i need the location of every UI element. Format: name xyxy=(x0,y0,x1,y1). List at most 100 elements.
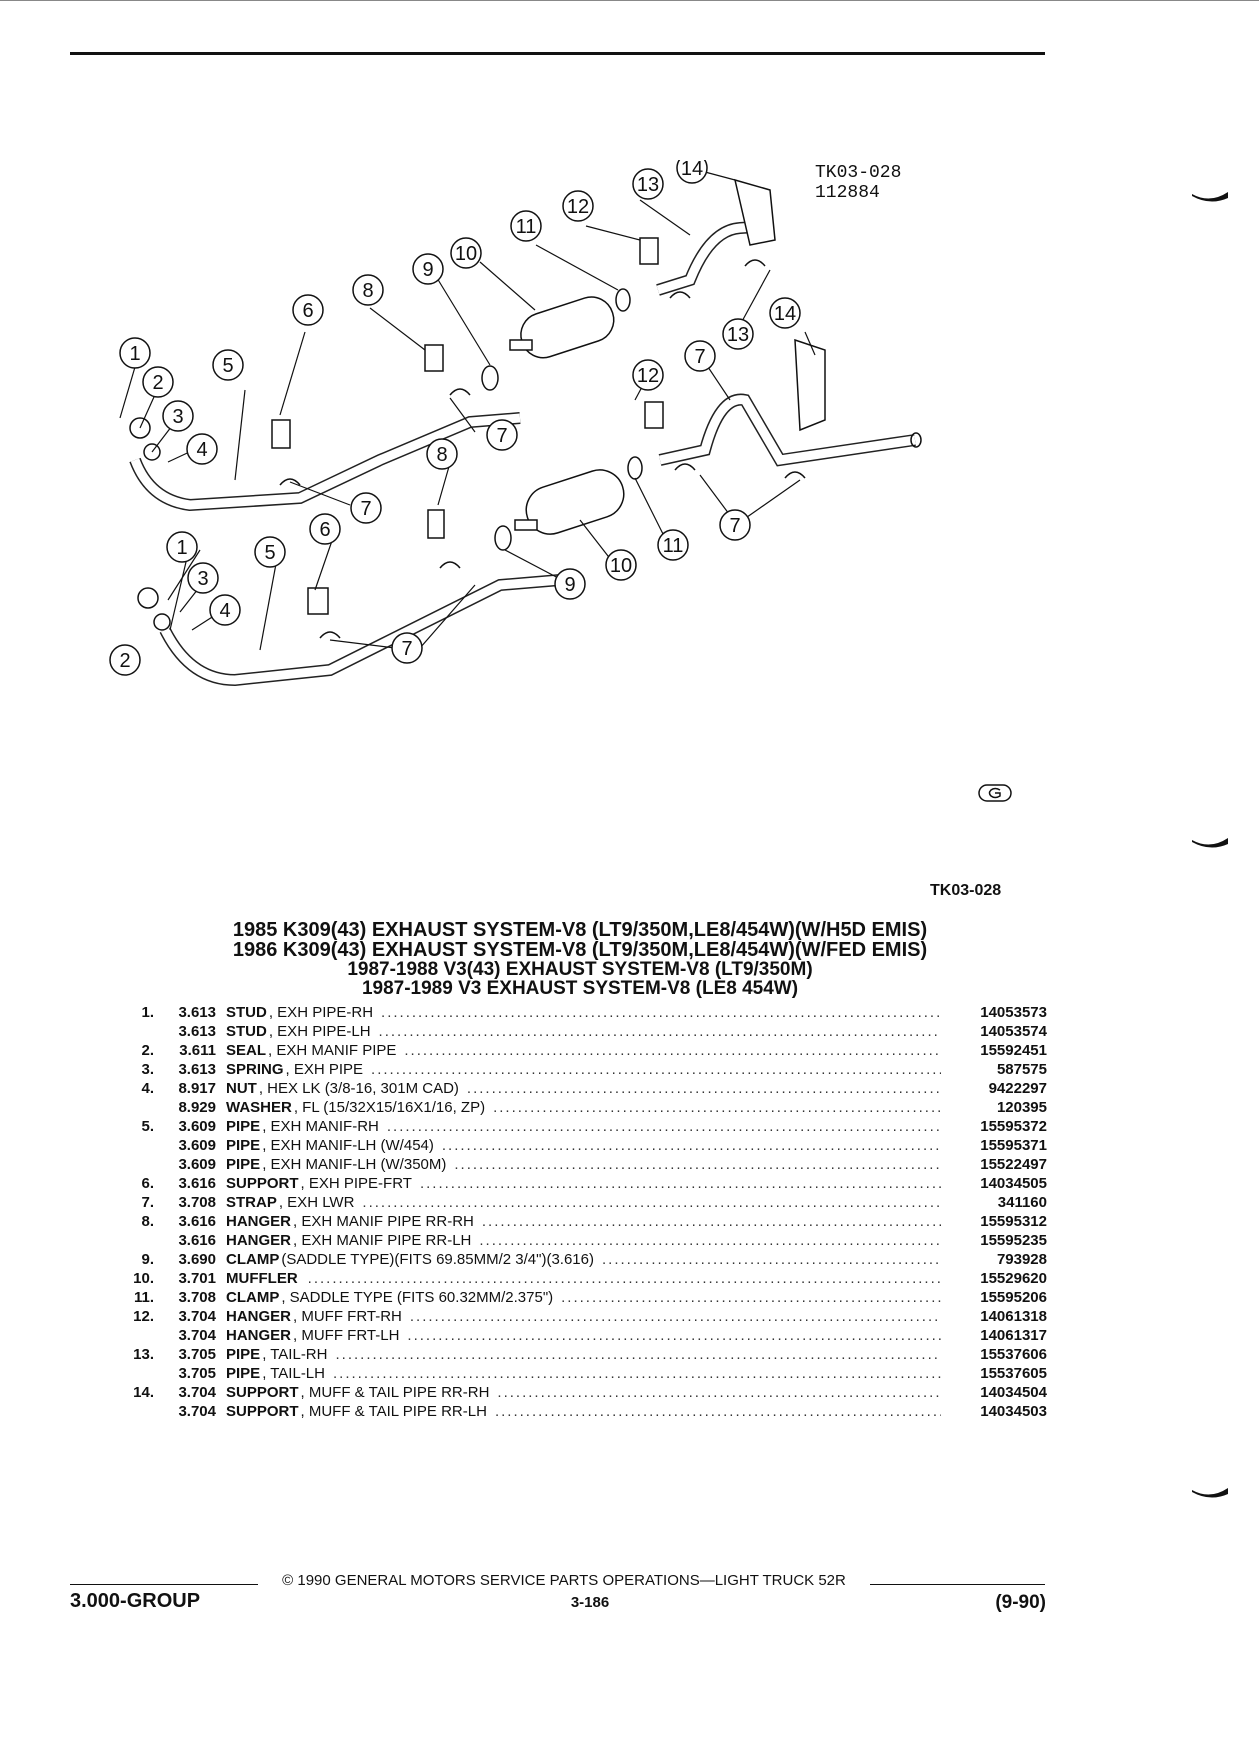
part-number: 15537606 xyxy=(980,1346,1047,1363)
title-line-1: 1985 K309(43) EXHAUST SYSTEM-V8 (LT9/350… xyxy=(232,919,928,941)
part-name: PIPE xyxy=(226,1156,261,1173)
part-name: PIPE xyxy=(226,1137,261,1154)
part-detail: , EXH MANIF PIPE xyxy=(268,1042,397,1059)
callout-2: 2 xyxy=(119,650,130,672)
part-name: CLAMP xyxy=(226,1251,280,1268)
part-detail: , EXH LWR xyxy=(278,1194,355,1211)
part-detail: , EXH MANIF-LH (W/350M) xyxy=(262,1156,447,1173)
part-number: 15595312 xyxy=(980,1213,1047,1230)
part-detail: , SADDLE TYPE (FITS 60.32MM/2.375") xyxy=(281,1289,554,1306)
exhaust-system-diagram: 1 2 3 4 5 6 8 9 10 11 12 13 14 14 13 7 1… xyxy=(80,160,1040,800)
part-name: CLAMP xyxy=(226,1289,280,1306)
part-index: 5. xyxy=(141,1118,154,1135)
part-description: HANGER, MUFF FRT-LH.....................… xyxy=(226,1326,949,1345)
dot-leader: ........................................… xyxy=(601,1251,941,1268)
part-number: 14034503 xyxy=(980,1403,1047,1420)
callout-6: 6 xyxy=(319,519,330,541)
callout-14: 14 xyxy=(774,303,796,325)
part-number: 15595371 xyxy=(980,1137,1047,1154)
part-name: SUPPORT xyxy=(226,1384,299,1401)
dot-leader: ........................................… xyxy=(454,1156,941,1173)
part-description: NUT, HEX LK (3/8-16, 301M CAD)..........… xyxy=(226,1079,949,1098)
gm-logo-icon xyxy=(978,784,1012,802)
dot-leader: ........................................… xyxy=(378,1023,941,1040)
part-index: 11. xyxy=(133,1289,154,1306)
part-group-code: 3.613 xyxy=(178,1023,216,1040)
part-group-code: 3.705 xyxy=(178,1346,216,1363)
part-name: SUPPORT xyxy=(226,1403,299,1420)
drawing-reference: TK03-028 xyxy=(930,882,1002,899)
dot-leader: ........................................… xyxy=(409,1308,941,1325)
part-group-code: 3.701 xyxy=(178,1270,216,1287)
callout-7: 7 xyxy=(496,425,507,447)
dot-leader: ........................................… xyxy=(479,1232,941,1249)
part-index: 3. xyxy=(141,1061,154,1078)
part-group-code: 8.929 xyxy=(178,1099,216,1116)
dot-leader: ........................................… xyxy=(497,1384,941,1401)
part-group-code: 3.708 xyxy=(178,1289,216,1306)
part-detail: , MUFF & TAIL PIPE RR-RH xyxy=(300,1384,490,1401)
part-group-code: 3.704 xyxy=(178,1308,216,1325)
part-name: PIPE xyxy=(226,1118,261,1135)
callout-7: 7 xyxy=(694,346,705,368)
part-detail: , EXH MANIF PIPE RR-RH xyxy=(293,1213,474,1230)
dot-leader: ........................................… xyxy=(335,1346,941,1363)
callout-13: 13 xyxy=(637,174,659,196)
part-index: 12. xyxy=(133,1308,154,1325)
part-description: PIPE, EXH MANIF-LH (W/454)..............… xyxy=(226,1136,949,1155)
part-description: SUPPORT, MUFF & TAIL PIPE RR-RH.........… xyxy=(226,1383,949,1402)
header-rule xyxy=(70,52,1045,55)
part-number: 15537605 xyxy=(980,1365,1047,1382)
part-description: SUPPORT, EXH PIPE-FRT...................… xyxy=(226,1174,949,1193)
part-number: 15529620 xyxy=(980,1270,1047,1287)
part-group-code: 3.616 xyxy=(178,1175,216,1192)
dot-leader: ........................................… xyxy=(466,1080,941,1097)
part-description: STRAP, EXH LWR..........................… xyxy=(226,1193,949,1212)
part-description: HANGER, EXH MANIF PIPE RR-LH............… xyxy=(226,1231,949,1250)
part-name: SPRING xyxy=(226,1061,284,1078)
footer-rule-left xyxy=(70,1584,258,1585)
part-index: 13. xyxy=(133,1346,154,1363)
part-name: NUT xyxy=(226,1080,257,1097)
callout-12: 12 xyxy=(637,365,659,387)
part-index: 2. xyxy=(141,1042,154,1059)
part-index: 10. xyxy=(133,1270,154,1287)
part-detail: , FL (15/32X15/16X1/16, ZP) xyxy=(293,1099,486,1116)
footer-rule-right xyxy=(870,1584,1045,1585)
callout-4: 4 xyxy=(219,600,230,622)
callout-1: 1 xyxy=(129,343,140,365)
part-index: 14. xyxy=(133,1384,154,1401)
part-number: 793928 xyxy=(996,1251,1047,1268)
part-name: MUFFLER xyxy=(226,1270,298,1287)
part-description: STUD, EXH PIPE-LH.......................… xyxy=(226,1022,949,1041)
callout-2: 2 xyxy=(152,372,163,394)
part-row: 13. 3.705 PIPE, TAIL-RH...................… xyxy=(112,1345,1047,1364)
top-edge-rule xyxy=(0,0,1259,1)
callout-5: 5 xyxy=(264,542,275,564)
callout-4: 4 xyxy=(196,439,207,461)
part-number: 9422297 xyxy=(988,1080,1047,1097)
part-detail: , TAIL-LH xyxy=(262,1365,325,1382)
part-group-code: 3.704 xyxy=(178,1327,216,1344)
callout-14: 14 xyxy=(681,160,703,180)
part-detail: , TAIL-RH xyxy=(262,1346,328,1363)
part-detail: , MUFF FRT-LH xyxy=(293,1327,400,1344)
group-label: 3.000-GROUP xyxy=(70,1590,201,1612)
part-name: STUD xyxy=(226,1023,267,1040)
callout-7: 7 xyxy=(401,638,412,660)
part-number: 14061318 xyxy=(980,1308,1047,1325)
part-detail: , MUFF & TAIL PIPE RR-LH xyxy=(300,1403,487,1420)
part-detail: (SADDLE TYPE)(FITS 69.85MM/2 3/4")(3.616… xyxy=(281,1251,594,1268)
part-name: PIPE xyxy=(226,1346,261,1363)
section-titles: 1985 K309(43) EXHAUST SYSTEM-V8 (LT9/350… xyxy=(130,920,1030,998)
part-number: 120395 xyxy=(996,1099,1047,1116)
part-group-code: 3.609 xyxy=(178,1137,216,1154)
